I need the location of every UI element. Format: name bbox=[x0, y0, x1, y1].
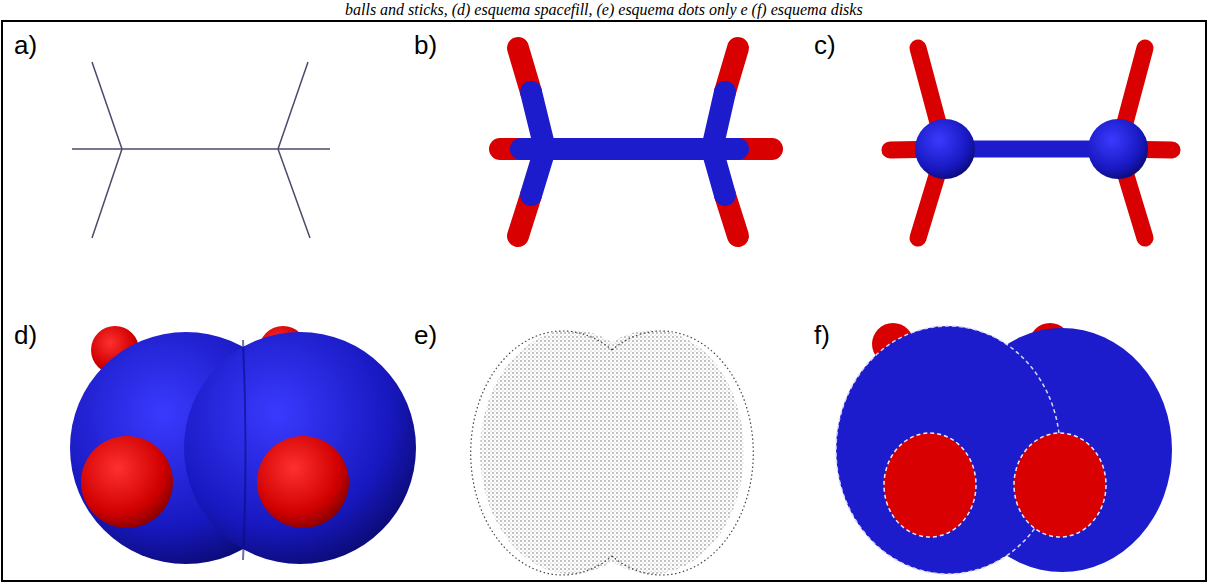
ball-and-stick-model bbox=[890, 48, 1172, 238]
spacefill-model bbox=[70, 326, 416, 564]
panel-label: e) bbox=[412, 320, 439, 350]
panel-label: d) bbox=[12, 320, 39, 350]
frame bbox=[2, 21, 1206, 581]
panel-label: a) bbox=[12, 30, 39, 60]
panel-label: f) bbox=[812, 320, 832, 350]
dots-model bbox=[470, 320, 760, 580]
panel-label: b) bbox=[412, 30, 439, 60]
wireframe-model bbox=[72, 62, 330, 238]
sticks-model bbox=[500, 48, 772, 236]
figure-caption: balls and sticks, (d) esquema spacefill,… bbox=[345, 1, 863, 19]
disks-model bbox=[836, 323, 1172, 574]
panel-label: c) bbox=[812, 30, 838, 60]
